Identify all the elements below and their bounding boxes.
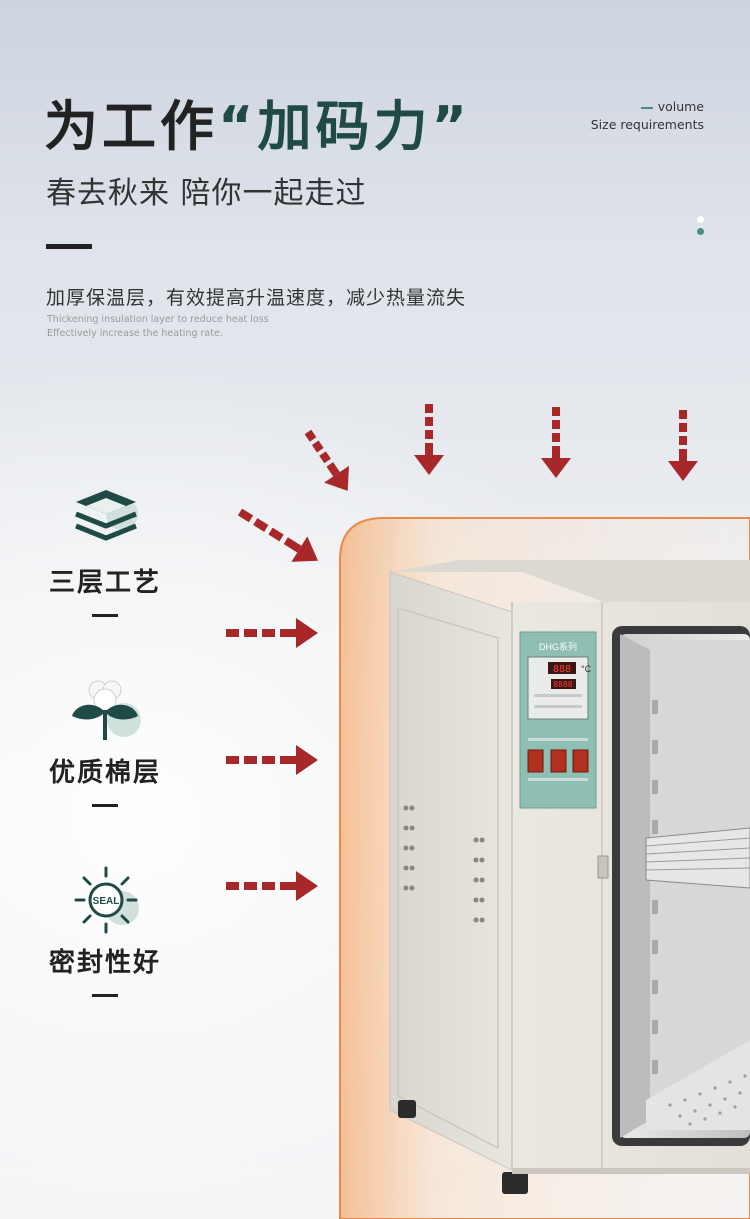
feature-cotton-layer: 优质棉层 [30,676,180,816]
layers-icon [75,490,138,541]
title-accent: “加码力” [218,95,471,158]
temp-display: 888 [553,664,571,675]
feature-dash [92,994,118,997]
svg-text:SEAL: SEAL [93,896,120,907]
set-display: 8888 [553,680,572,689]
feature-good-seal: SEAL 密封性好 [30,866,180,1006]
page-title: 为工作“加码力” [44,92,471,162]
tag-dash [640,106,653,109]
tag-line2: Size requirements [590,117,704,132]
power-switches[interactable] [527,738,589,781]
page-subtitle: 春去秋来 陪你一起走过 [46,176,367,211]
title-underline [46,244,92,249]
feature-label: 优质棉层 [48,758,161,788]
temp-unit: °C [581,664,592,674]
title-prefix: 为工作 [44,95,218,158]
feature-three-layer: 三层工艺 [30,486,180,626]
feature-dash [92,804,118,807]
cotton-icon [72,680,141,740]
dot-green [697,228,704,235]
dot-white [697,216,704,223]
panel-brand: DHG系列 [539,641,577,652]
description-en-line2: Effectively increase the heating rate. [47,328,223,339]
seal-icon: SEAL [74,866,139,934]
description-cn: 加厚保温层，有效提高升温速度，减少热量流失 [46,287,467,309]
size-tag: volume Size requirements [591,98,704,134]
feature-label: 三层工艺 [48,568,161,598]
feature-label: 密封性好 [48,948,161,978]
tag-line1: volume [657,99,704,114]
description-en-line1: Thickening insulation layer to reduce he… [47,314,269,325]
page-dots [697,216,705,240]
feature-dash [92,614,118,617]
